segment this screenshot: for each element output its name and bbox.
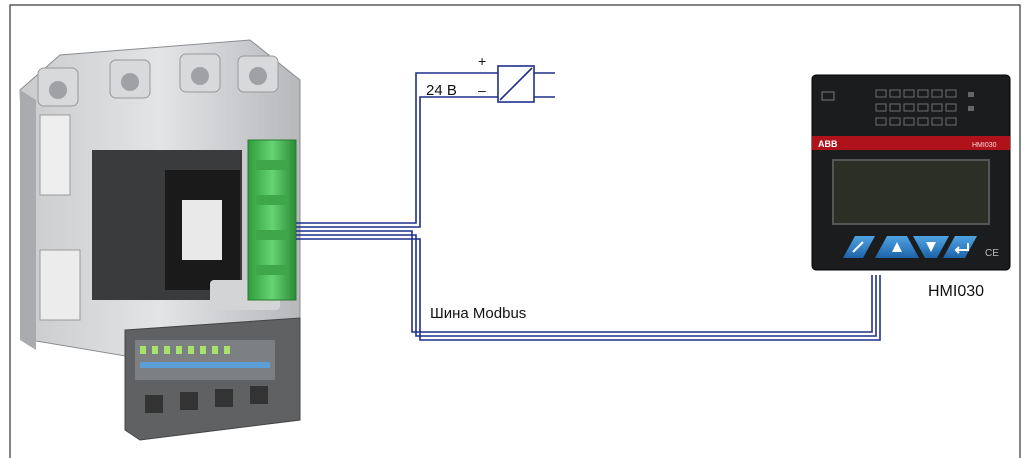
hmi-led-matrix	[821, 89, 974, 126]
hmi-model-label: HMI030	[928, 283, 984, 300]
power-supply-wires	[296, 72, 498, 228]
hmi-lcd-screen	[832, 159, 990, 225]
power-minus-sign: –	[478, 82, 486, 98]
hmi-brand-logo: ABB	[818, 139, 838, 149]
bus-wire-b	[296, 238, 881, 341]
pencil-icon	[852, 241, 864, 253]
side-label-panel	[39, 114, 71, 196]
arrow-up-icon	[892, 242, 902, 252]
modbus-bus-wires	[296, 230, 881, 341]
supply-wire-plus	[296, 72, 498, 224]
bus-wire-a	[296, 234, 877, 337]
power-converter-symbol	[497, 65, 555, 103]
hmi-display-unit: ABB HMI030 CE	[811, 74, 1011, 271]
hmi-model-badge: HMI030	[972, 142, 997, 149]
top-terminals	[37, 53, 279, 107]
hmi-button-row	[843, 236, 977, 258]
modbus-bus-label: Шина Modbus	[430, 305, 526, 322]
modbus-connector-module	[247, 139, 297, 301]
hmi-ce-mark: CE	[985, 248, 999, 259]
hmi-up-button[interactable]	[875, 236, 919, 258]
arrow-down-icon	[926, 242, 936, 252]
hmi-brand-stripe	[812, 136, 1010, 150]
power-plus-sign: +	[478, 53, 486, 69]
power-voltage-label: 24 В	[426, 82, 457, 99]
enter-icon	[954, 243, 969, 254]
supply-wire-minus	[296, 96, 498, 228]
hmi-down-button[interactable]	[913, 236, 949, 258]
circuit-breaker	[19, 39, 301, 441]
trip-unit	[124, 317, 301, 441]
diagram-frame	[9, 4, 1021, 458]
hmi-edit-button[interactable]	[843, 236, 875, 258]
bus-wire-c	[296, 230, 873, 333]
hmi-enter-button[interactable]	[943, 236, 977, 258]
